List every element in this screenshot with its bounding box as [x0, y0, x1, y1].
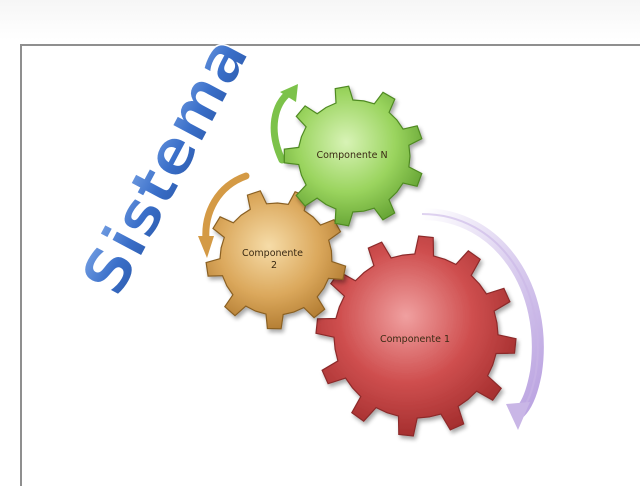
- arrow-orange-icon: [198, 172, 250, 258]
- gear-label-line: Componente 1: [380, 334, 450, 345]
- system-diagram: Sistema Componente 1 Comp: [66, 24, 544, 437]
- gear-componente-n: Componente N: [283, 85, 423, 227]
- gear-componente-2: Componente 2: [205, 190, 347, 330]
- arrow-green-icon: [270, 84, 298, 164]
- gear-label-componente-2: Componente 2: [242, 248, 306, 271]
- gear-label-line: 2: [271, 260, 277, 271]
- gear-label-line: Componente N: [316, 150, 387, 161]
- gear-label-componente-1: Componente 1: [380, 334, 450, 345]
- gear-label-line: Componente: [242, 248, 303, 259]
- gear-label-componente-n: Componente N: [316, 150, 387, 161]
- arrow-purple-icon: [416, 208, 544, 430]
- gear-componente-1: Componente 1: [315, 235, 517, 437]
